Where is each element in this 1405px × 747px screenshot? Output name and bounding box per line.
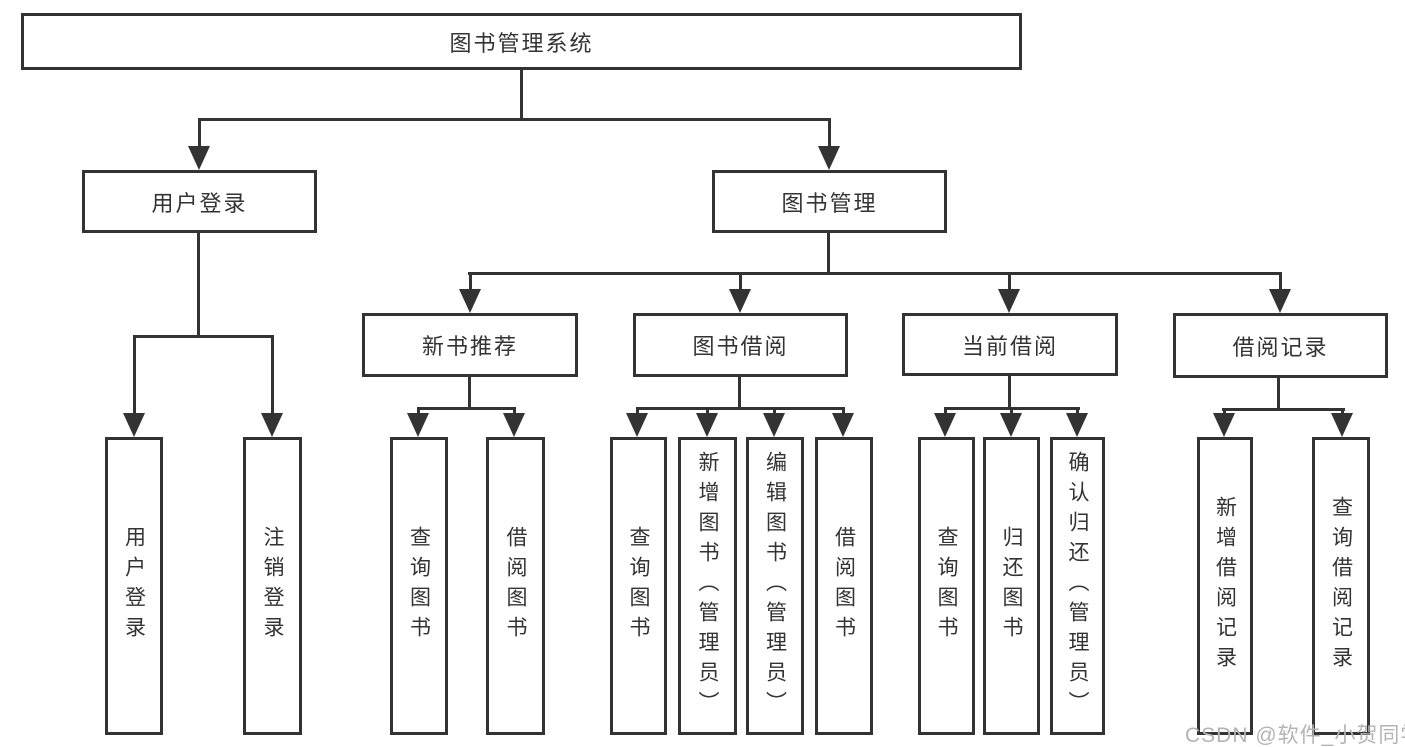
node-label: 确认归还（管理员） [1066, 451, 1089, 721]
node-label: 新书推荐 [421, 334, 518, 359]
edge-rail [1222, 408, 1345, 411]
edge-rail [944, 407, 1080, 410]
node-book-borrowing: 图书借阅 [633, 313, 848, 377]
edge-drop [271, 337, 274, 417]
edge-stem [1277, 378, 1280, 411]
leaf-bb-query-book: 查询图书 [610, 437, 667, 735]
leaf-bb-edit-book-admin: 编辑图书（管理员） [746, 437, 804, 735]
node-book-management: 图书管理 [712, 170, 947, 233]
edge-drop [739, 274, 742, 293]
arrowhead-down-icon [626, 413, 648, 437]
node-label: 借阅图书 [832, 526, 856, 646]
node-root-library-system: 图书管理系统 [21, 13, 1022, 70]
arrowhead-down-icon [503, 413, 525, 437]
arrowhead-down-icon [1000, 413, 1022, 437]
arrowhead-down-icon [832, 413, 854, 437]
node-current-borrowing: 当前借阅 [902, 313, 1118, 376]
arrowhead-down-icon [763, 413, 785, 437]
leaf-br-add-record: 新增借阅记录 [1197, 437, 1253, 735]
node-label: 图书管理 [781, 190, 878, 216]
edge-stem [197, 233, 200, 338]
node-label: 借阅图书 [504, 526, 527, 646]
edge-drop [828, 120, 831, 150]
arrowhead-down-icon [459, 289, 481, 313]
arrowhead-down-icon [998, 289, 1020, 313]
arrowhead-down-icon [729, 289, 751, 313]
arrowhead-down-icon [188, 146, 210, 170]
leaf-br-query-record: 查询借阅记录 [1312, 437, 1370, 735]
leaf-nb-borrow-book: 借阅图书 [486, 437, 545, 735]
node-label: 借阅记录 [1232, 334, 1329, 360]
edge-rail [133, 335, 274, 338]
arrowhead-down-icon [696, 413, 718, 437]
edge-rail [636, 407, 845, 410]
node-label: 归还图书 [1000, 526, 1023, 646]
edge-stem [827, 233, 830, 275]
arrowhead-down-icon [818, 146, 840, 170]
node-label: 查询图书 [407, 526, 431, 646]
node-label: 图书借阅 [692, 334, 789, 359]
node-label: 图书管理系统 [449, 30, 594, 56]
edge-stem [520, 68, 523, 121]
edge-drop [198, 120, 201, 150]
node-label: 查询借阅记录 [1329, 496, 1353, 676]
arrowhead-down-icon [1066, 413, 1088, 437]
edge-drop [469, 274, 472, 293]
arrowhead-down-icon [261, 413, 283, 437]
leaf-cb-confirm-return-admin: 确认归还（管理员） [1050, 437, 1105, 735]
edge-drop [133, 337, 136, 417]
node-label: 新增图书（管理员） [696, 451, 719, 721]
leaf-bb-add-book-admin: 新增图书（管理员） [678, 437, 737, 735]
edge-drop [1008, 274, 1011, 293]
edge-drop [1279, 274, 1282, 293]
edge-stem [738, 377, 741, 410]
node-user-login: 用户登录 [82, 170, 317, 233]
arrowhead-down-icon [1269, 289, 1291, 313]
arrowhead-down-icon [123, 413, 145, 437]
arrowhead-down-icon [934, 413, 956, 437]
node-label: 查询图书 [627, 526, 650, 646]
node-label: 用户登录 [122, 526, 146, 646]
node-label: 当前借阅 [961, 333, 1058, 359]
leaf-bb-borrow-book: 借阅图书 [815, 437, 873, 735]
arrowhead-down-icon [1213, 413, 1235, 437]
node-label: 用户登录 [151, 190, 248, 216]
csdn-watermark: CSDN @软件_小贺同学 [1185, 724, 1405, 747]
node-label: 注销登录 [261, 526, 284, 646]
edge-stem [468, 377, 471, 410]
node-label: 编辑图书（管理员） [763, 451, 787, 721]
node-label: 新增借阅记录 [1213, 496, 1237, 676]
node-new-book-recommend: 新书推荐 [362, 313, 578, 377]
leaf-user-login: 用户登录 [105, 437, 163, 735]
edge-stem [1008, 376, 1011, 410]
edge-rail [198, 118, 831, 121]
leaf-logout: 注销登录 [243, 437, 302, 735]
node-borrowing-records: 借阅记录 [1173, 313, 1388, 378]
node-label: 查询图书 [935, 526, 958, 646]
leaf-cb-return-book: 归还图书 [983, 437, 1040, 735]
arrowhead-down-icon [407, 413, 429, 437]
edge-rail [468, 272, 1282, 275]
leaf-nb-query-book: 查询图书 [390, 437, 448, 735]
leaf-cb-query-book: 查询图书 [918, 437, 975, 735]
edge-rail [417, 407, 516, 410]
arrowhead-down-icon [1331, 413, 1353, 437]
